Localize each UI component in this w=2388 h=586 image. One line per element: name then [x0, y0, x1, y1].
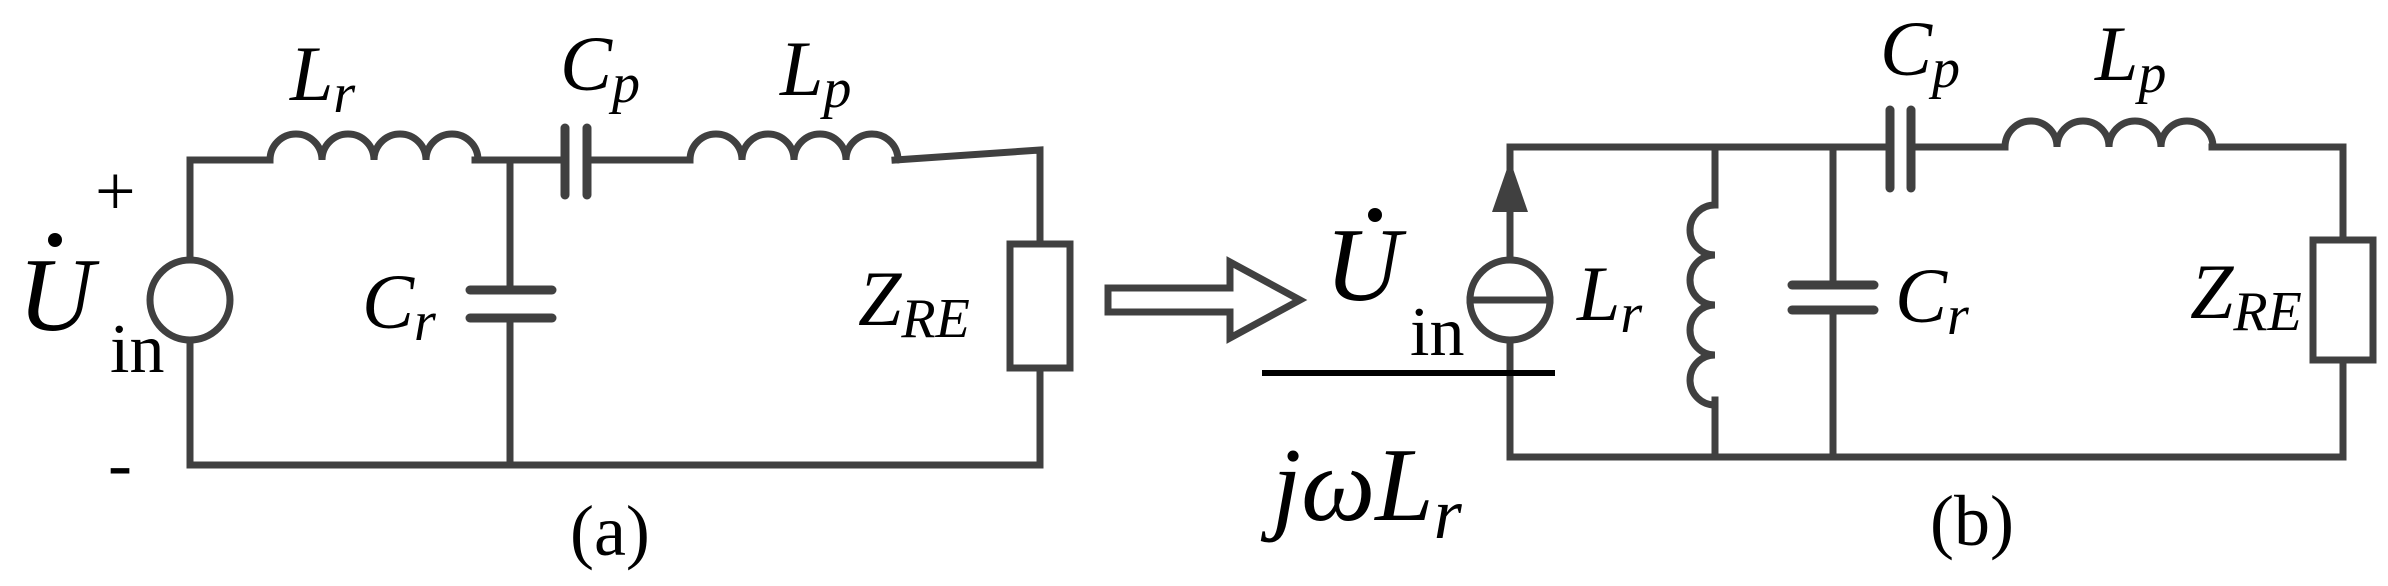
label-a-cr: Cr	[362, 258, 436, 353]
wire-a-source-bottom	[186, 336, 1044, 469]
label-a-lp: Lp	[779, 25, 851, 120]
wire-a-lp-to-load	[891, 146, 1044, 248]
inductor-b-lr	[1686, 201, 1719, 409]
label-b-zre: ZRE	[2190, 248, 2302, 343]
label-b-lp: Lp	[2094, 10, 2166, 105]
transform-arrow-icon	[1104, 256, 1308, 344]
label-b-cp: Cp	[1880, 5, 1960, 100]
inductor-a-lp	[686, 130, 902, 164]
label-a-plus: +	[95, 151, 136, 231]
resistor-a-zre	[1006, 240, 1074, 372]
inductor-a-lr	[266, 130, 482, 164]
label-a-cp: Cp	[560, 20, 640, 115]
wire-b-load-to-bottom	[1506, 336, 2347, 461]
inductor-b-lp	[2001, 117, 2217, 151]
label-a-lr: Lr	[289, 30, 355, 125]
label-a-zre: ZRE	[858, 255, 970, 350]
label-b-lr: Lr	[1576, 250, 1642, 345]
dot-a-u	[48, 233, 62, 247]
label-a-u-sub: in	[110, 311, 164, 388]
circuit-b: Cp Lp Lr Cr ZRE U in jωLr (b)	[1260, 5, 2377, 561]
label-b-cr: Cr	[1895, 252, 1969, 347]
dot-b-u	[1368, 208, 1382, 222]
label-b-u-sub: in	[1410, 294, 1464, 371]
label-a-u: U	[18, 236, 100, 353]
label-b-denominator: jωLr	[1260, 426, 1463, 554]
circuit-a: Lr Cp Lp Cr ZRE U in + - (a)	[18, 20, 1074, 571]
label-b-u: U	[1325, 206, 1407, 323]
caption-a: (a)	[570, 491, 650, 571]
voltage-source-a	[146, 256, 234, 344]
wire-a-source-top	[186, 156, 274, 264]
caption-b: (b)	[1930, 481, 2014, 561]
current-source-arrow-icon	[1492, 160, 1528, 212]
label-a-minus: -	[108, 424, 132, 504]
resistor-b-zre	[2309, 236, 2377, 364]
wire-b-lp-to-load	[2208, 143, 2347, 244]
